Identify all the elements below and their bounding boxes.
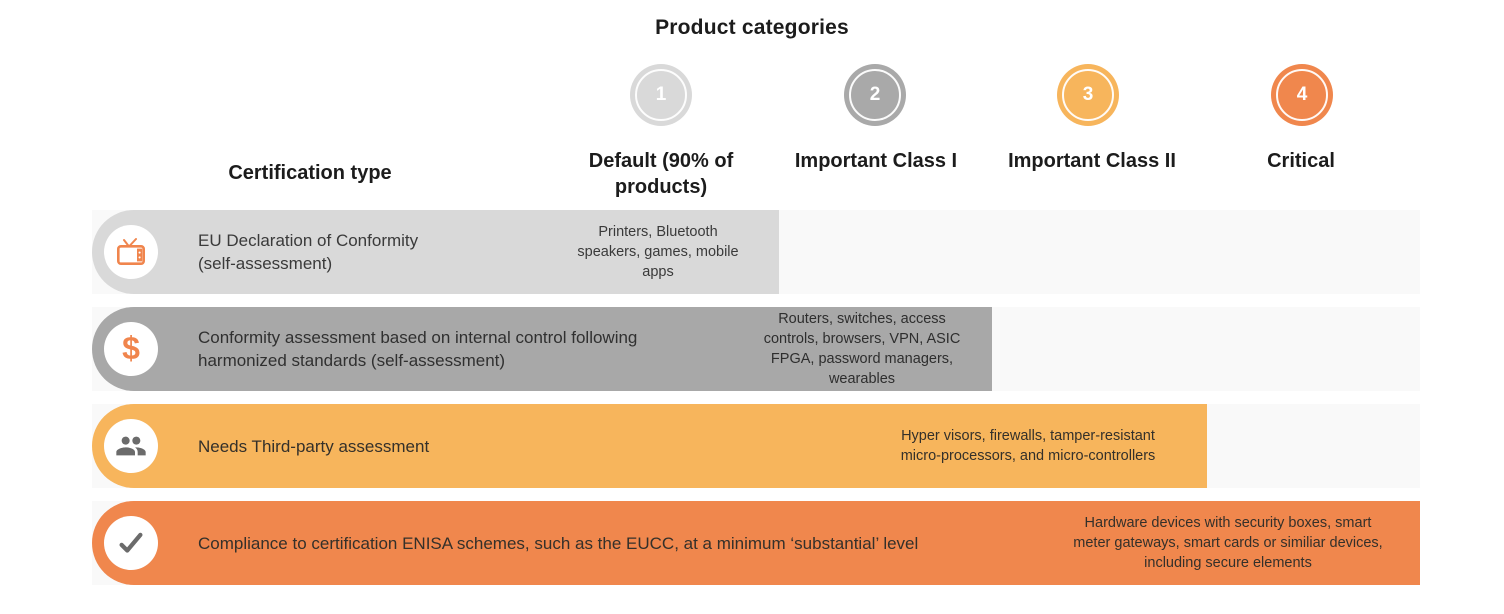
- product-examples-text: Hardware devices with security boxes, sm…: [1073, 515, 1383, 571]
- row-bar: [92, 210, 779, 294]
- certification-type-text: Compliance to certification ENISA scheme…: [198, 533, 919, 553]
- column-header-important-class-2: Important Class II: [1008, 150, 1176, 172]
- people-icon: [115, 430, 147, 462]
- row-bar: [92, 404, 1207, 488]
- product-examples-text: Routers, switches, access controls, brow…: [763, 311, 961, 387]
- category-number: 1: [655, 84, 667, 105]
- checkmark-icon: [116, 528, 146, 558]
- category-number: 3: [1082, 84, 1094, 105]
- row-bar: [92, 307, 992, 391]
- product-examples-text: Printers, Bluetooth speakers, games, mob…: [577, 224, 739, 280]
- row-bar: [92, 501, 1420, 585]
- tv-icon: [114, 237, 148, 267]
- column-header-default: Default (90% of products): [588, 150, 734, 198]
- row-enisa-certification: Compliance to certification ENISA scheme…: [92, 501, 1420, 585]
- product-examples-text: Hyper visors, firewalls, tamper-resistan…: [900, 428, 1156, 464]
- row-third-party-assessment: Needs Third-party assessment Hyper visor…: [92, 404, 1420, 488]
- category-circle-4: 4: [1271, 64, 1333, 126]
- row-icon-badge: [104, 225, 158, 279]
- row-icon-badge: [104, 516, 158, 570]
- row-conformity-assessment: $ Conformity assessment based on interna…: [92, 307, 1420, 391]
- column-header-important-class-1: Important Class I: [794, 150, 958, 172]
- dollar-icon: $: [122, 330, 140, 366]
- certification-type-text: Conformity assessment based on internal …: [198, 328, 638, 370]
- row-eu-declaration: EU Declaration of Conformity (self-asses…: [92, 210, 1420, 294]
- certification-type-text: Needs Third-party assessment: [198, 436, 430, 456]
- certification-type-text: EU Declaration of Conformity (self-asses…: [198, 231, 419, 273]
- row-icon-badge: $: [104, 322, 158, 376]
- certification-type-header: Certification type: [228, 162, 392, 184]
- category-number: 2: [869, 84, 881, 105]
- category-circle-2: 2: [844, 64, 906, 126]
- column-header-critical: Critical: [1267, 150, 1335, 172]
- page-title: Product categories: [655, 16, 849, 39]
- category-circle-1: 1: [630, 64, 692, 126]
- category-number: 4: [1296, 84, 1308, 105]
- category-circle-3: 3: [1057, 64, 1119, 126]
- row-icon-badge: [104, 419, 158, 473]
